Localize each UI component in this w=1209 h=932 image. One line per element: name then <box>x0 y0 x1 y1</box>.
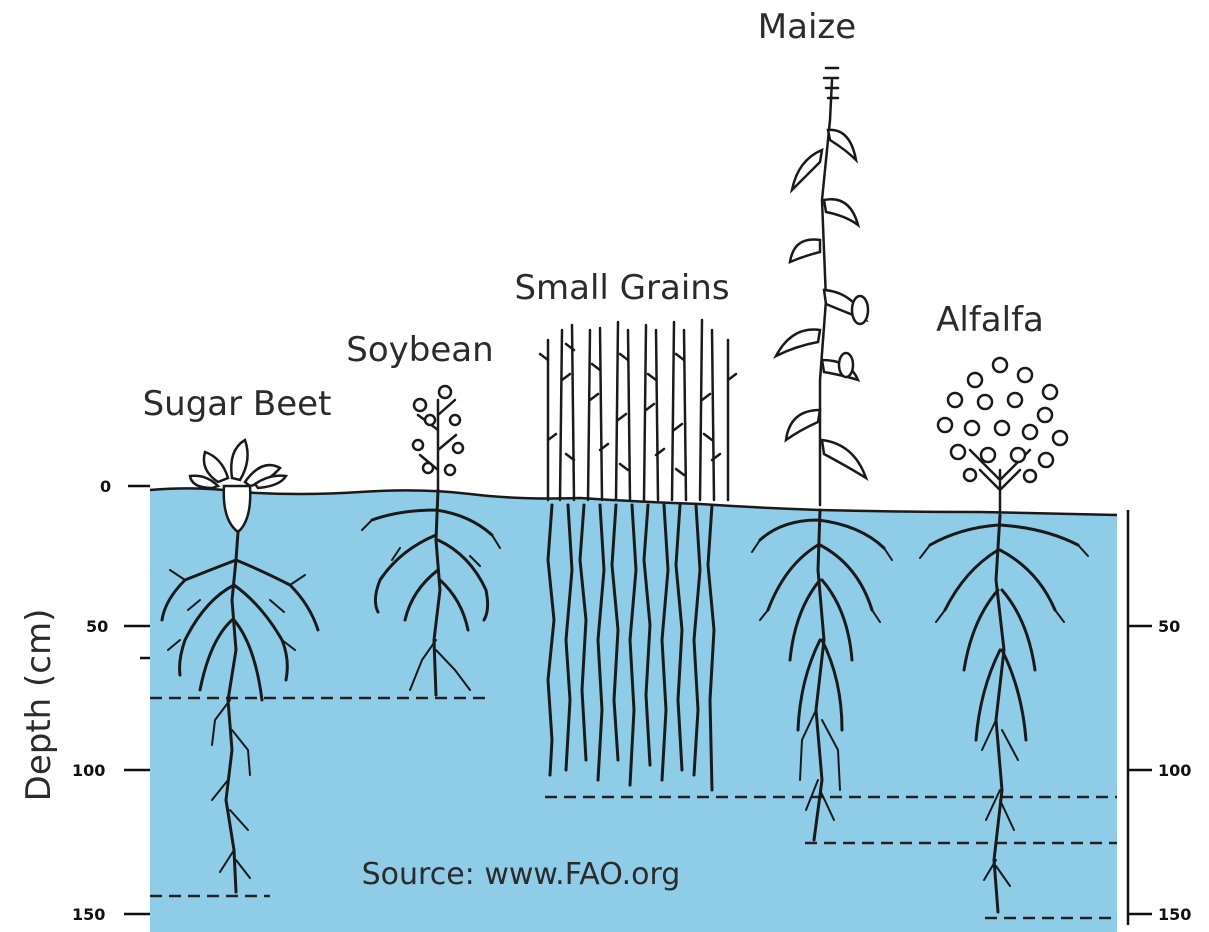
left-tick-50: 50 <box>86 617 108 636</box>
source-credit: Source: www.FAO.org <box>362 857 681 892</box>
maize-plant <box>776 68 868 505</box>
crop-label-alfalfa: Alfalfa <box>936 300 1044 340</box>
crop-label-sugar-beet: Sugar Beet <box>143 384 332 424</box>
crop-label-maize: Maize <box>758 7 856 47</box>
right-axis: 50 100 150 <box>1128 510 1191 925</box>
alfalfa-plant <box>938 358 1067 512</box>
left-tick-100: 100 <box>72 761 105 780</box>
crop-label-small-grains: Small Grains <box>514 268 729 308</box>
crop-label-soybean: Soybean <box>346 330 493 370</box>
right-tick-50: 50 <box>1158 617 1180 636</box>
left-tick-0: 0 <box>100 477 111 496</box>
right-tick-150: 150 <box>1158 905 1191 924</box>
left-tick-150: 150 <box>72 905 105 924</box>
soybean-plant <box>413 386 463 490</box>
right-tick-100: 100 <box>1158 761 1191 780</box>
small-grains-plant <box>540 320 736 500</box>
left-axis: 0 50 100 150 <box>72 477 150 924</box>
axis-title: Depth (cm) <box>19 609 59 802</box>
